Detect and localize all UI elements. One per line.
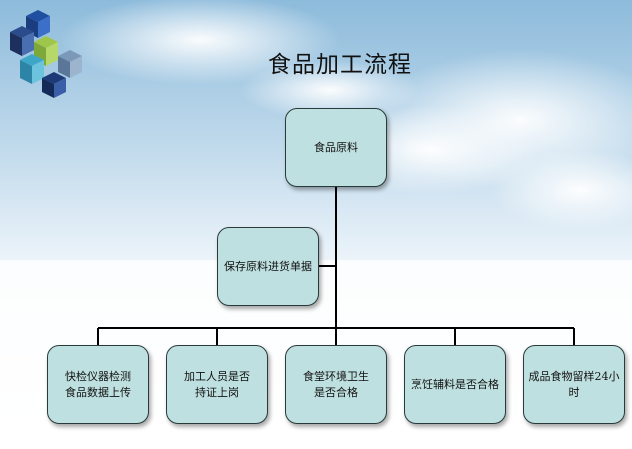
node-save-purchase-receipts: 保存原料进货单据 <box>217 227 319 306</box>
node-label: 食品原料 <box>314 140 358 154</box>
node-sample-retention: 成品食物留样24小时 <box>523 345 625 424</box>
node-canteen-hygiene: 食堂环境卫生 是否合格 <box>285 345 387 424</box>
node-seasoning-check: 烹饪辅料是否合格 <box>404 345 506 424</box>
logo-icon <box>10 10 82 98</box>
page-title: 食品加工流程 <box>268 52 412 78</box>
node-staff-certification: 加工人员是否 持证上岗 <box>166 345 268 424</box>
node-label: 加工人员是否 持证上岗 <box>184 369 250 399</box>
node-label: 烹饪辅料是否合格 <box>411 377 499 391</box>
node-label: 保存原料进货单据 <box>224 259 312 273</box>
node-quick-test-upload: 快检仪器检测 食品数据上传 <box>47 345 149 424</box>
node-food-raw-materials: 食品原料 <box>285 108 387 187</box>
node-label: 食堂环境卫生 是否合格 <box>303 369 369 399</box>
node-label: 快检仪器检测 食品数据上传 <box>65 369 131 399</box>
node-label: 成品食物留样24小时 <box>528 369 620 399</box>
